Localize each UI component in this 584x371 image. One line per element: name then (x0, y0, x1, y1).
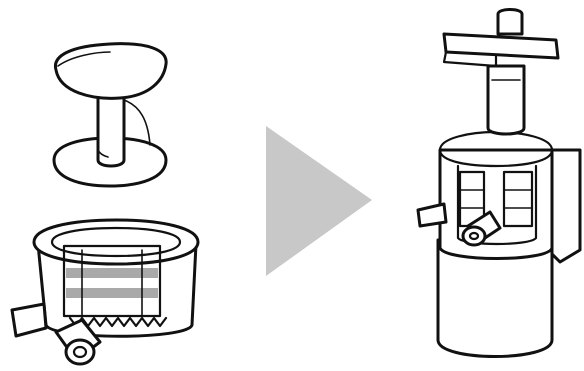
juicing-screw-icon (54, 44, 166, 186)
juicing-drum-icon (12, 220, 198, 364)
play-arrow-icon (266, 126, 372, 276)
assembled-juicer-icon (418, 10, 580, 357)
